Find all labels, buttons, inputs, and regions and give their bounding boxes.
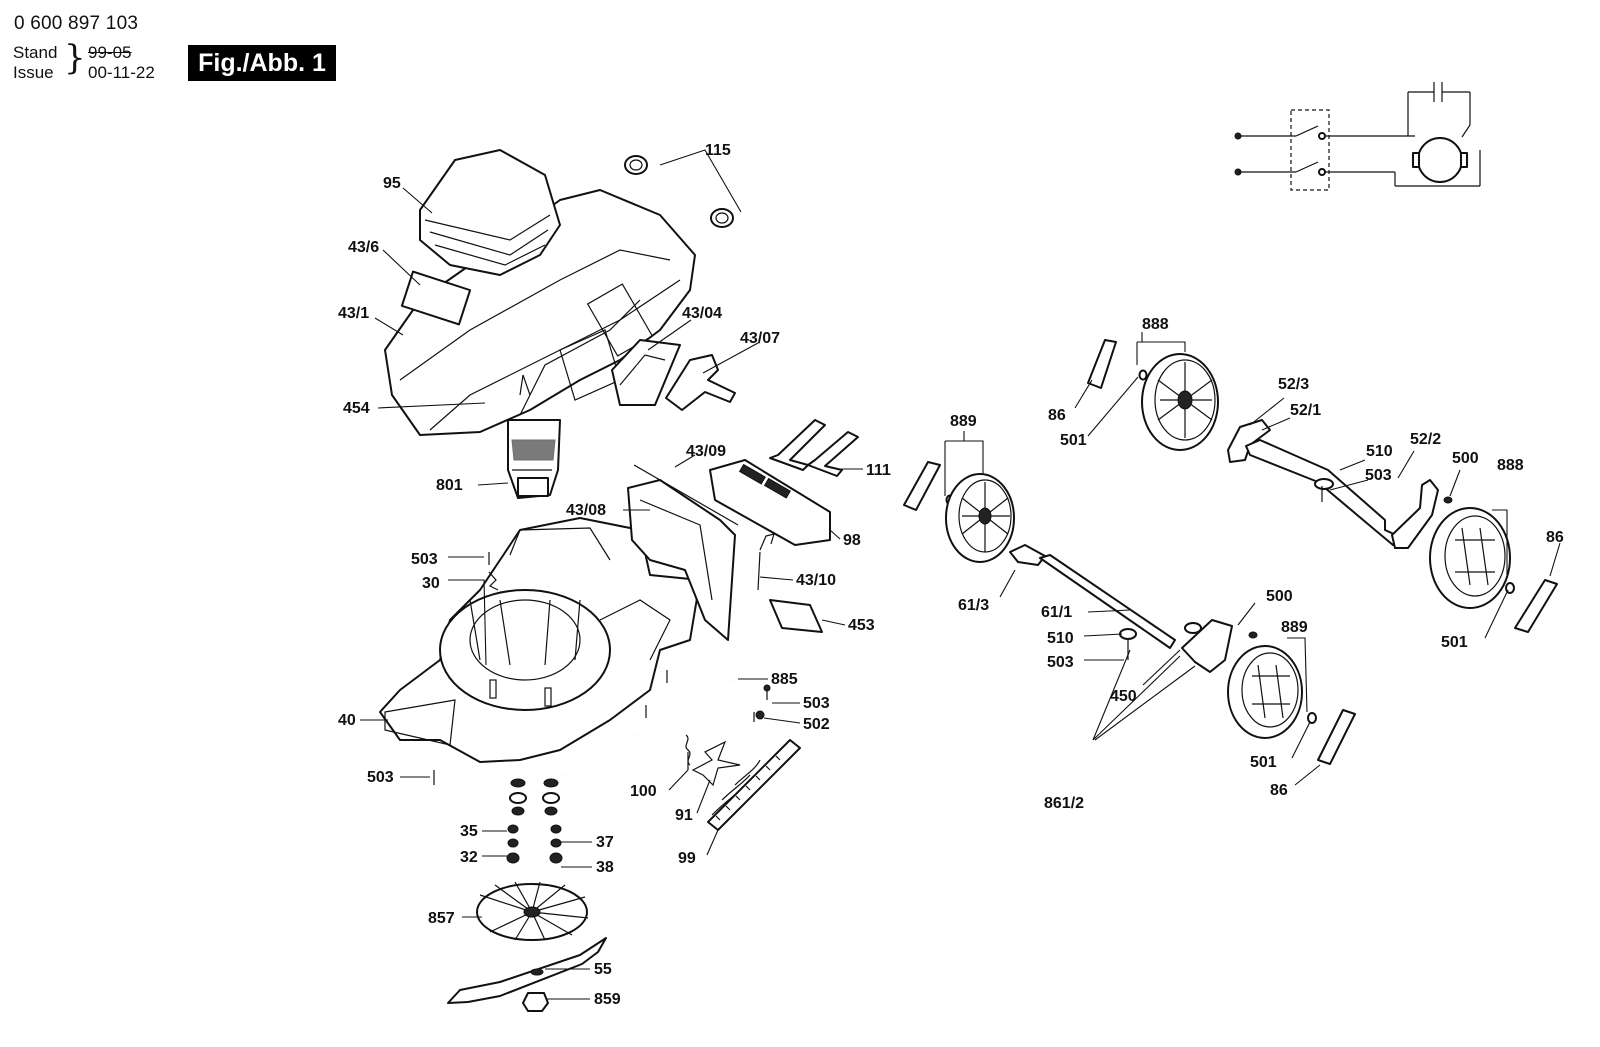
label-32: 32 — [460, 849, 478, 866]
label-52-1: 52/1 — [1290, 402, 1321, 419]
stand-label: Stand — [13, 43, 58, 62]
label-40: 40 — [338, 712, 356, 729]
leader-lines — [360, 149, 1561, 1000]
label-61-1: 61/1 — [1041, 604, 1072, 621]
label-52-2: 52/2 — [1410, 431, 1441, 448]
label-885: 885 — [771, 671, 798, 688]
label-35: 35 — [460, 823, 478, 840]
label-888-b: 888 — [1497, 457, 1524, 474]
label-801: 801 — [436, 477, 463, 494]
issue-date: 00-11-22 — [88, 63, 155, 82]
issue-label: Issue — [13, 63, 54, 82]
brace-icon: } — [64, 38, 86, 78]
rear-wheel-assembly — [1087, 339, 1558, 633]
label-43-09: 43/09 — [686, 443, 726, 460]
label-43-08: 43/08 — [566, 502, 606, 519]
switch-parts — [611, 339, 736, 411]
bolt-stack-left — [506, 778, 527, 864]
front-wheel-upper — [945, 473, 1015, 563]
label-61-3: 61/3 — [958, 597, 989, 614]
rear-axle-885 — [433, 552, 801, 831]
label-43-04: 43/04 — [682, 305, 722, 322]
part-labels: 115 95 43/6 43/1 43/04 43/07 454 801 43/… — [338, 142, 1564, 1008]
label-86-a: 86 — [1048, 407, 1066, 424]
label-503-c: 503 — [367, 769, 394, 786]
label-889-b: 889 — [1281, 619, 1308, 636]
motor-hood — [384, 149, 696, 436]
label-857: 857 — [428, 910, 455, 927]
label-98: 98 — [843, 532, 861, 549]
label-503-d: 503 — [1365, 467, 1392, 484]
label-30: 30 — [422, 575, 440, 592]
blade-55 — [447, 937, 607, 1004]
label-454: 454 — [343, 400, 370, 417]
label-502: 502 — [803, 716, 830, 733]
label-43-10: 43/10 — [796, 572, 836, 589]
bolt-stack-right — [542, 778, 563, 864]
label-43-6: 43/6 — [348, 239, 379, 256]
label-115: 115 — [705, 142, 731, 159]
figure-badge: Fig./Abb. 1 — [188, 45, 336, 81]
drawing-header: 0 600 897 103 Stand Issue } 99-05 00-11-… — [0, 0, 400, 90]
label-859: 859 — [594, 991, 621, 1008]
label-43-1: 43/1 — [338, 305, 369, 322]
label-43-6 — [400, 270, 472, 326]
label-37: 37 — [596, 834, 614, 851]
label-503-b: 503 — [803, 695, 830, 712]
fan-857 — [476, 881, 589, 941]
rear-wheel-upper — [1141, 353, 1219, 451]
blade-assembly — [447, 778, 607, 1012]
front-wheel-lower — [1227, 645, 1303, 739]
label-95: 95 — [383, 175, 401, 192]
mower-deck — [379, 517, 701, 763]
label-501-a: 501 — [1060, 432, 1087, 449]
label-500-b: 500 — [1266, 588, 1293, 605]
label-86-b: 86 — [1546, 529, 1564, 546]
rear-wheel-lower — [1429, 507, 1511, 609]
label-510-a: 510 — [1366, 443, 1393, 460]
wiring-schematic — [1234, 82, 1481, 191]
rear-flap — [627, 464, 739, 641]
label-861-2: 861/2 — [1044, 795, 1084, 812]
label-889-a: 889 — [950, 413, 977, 430]
label-52-3: 52/3 — [1278, 376, 1309, 393]
front-wheel-assembly — [903, 461, 1356, 765]
plugs-115 — [624, 155, 734, 228]
label-450: 450 — [1110, 688, 1137, 705]
label-501-b: 501 — [1441, 634, 1468, 651]
label-503-e: 503 — [1047, 654, 1074, 671]
label-501-c: 501 — [1250, 754, 1277, 771]
label-888-a: 888 — [1142, 316, 1169, 333]
spring-plates-111 — [769, 419, 859, 477]
label-111: 111 — [866, 462, 891, 479]
label-86-c: 86 — [1270, 782, 1288, 799]
label-453: 453 — [848, 617, 875, 634]
label-91: 91 — [675, 807, 693, 824]
label-55: 55 — [594, 961, 612, 978]
label-38: 38 — [596, 859, 614, 876]
label-500-a: 500 — [1452, 450, 1479, 467]
label-510-b: 510 — [1047, 630, 1074, 647]
nut-859 — [522, 992, 549, 1012]
part-number: 0 600 897 103 — [14, 13, 139, 34]
label-503-a: 503 — [411, 551, 438, 568]
label-43-07: 43/07 — [740, 330, 780, 347]
label-99: 99 — [678, 850, 696, 867]
handle-cover-95 — [419, 149, 561, 276]
motor-801 — [507, 419, 561, 499]
plates-98-453 — [709, 459, 831, 633]
label-100: 100 — [630, 783, 657, 800]
stand-date: 99-05 — [88, 43, 132, 62]
